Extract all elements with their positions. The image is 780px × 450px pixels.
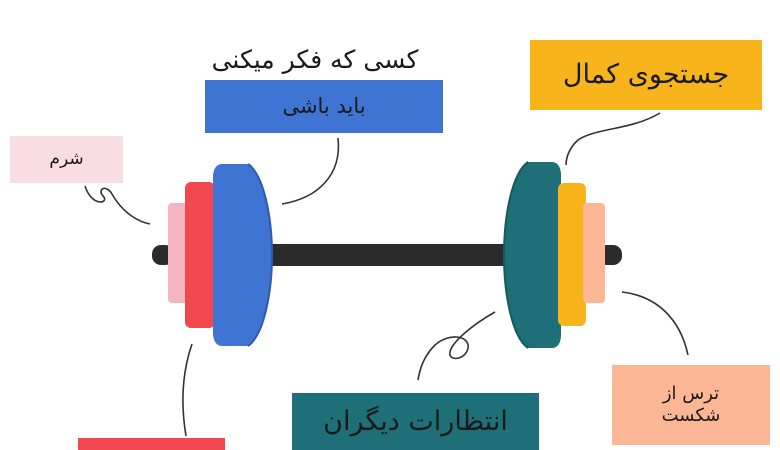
plate-pink xyxy=(168,203,188,303)
plate-red xyxy=(185,182,215,328)
orange-label-box: جستجوی کمال xyxy=(530,40,762,110)
plate-teal xyxy=(504,162,561,348)
plate-teal-edge xyxy=(502,161,529,349)
teal-label-box: انتظارات دیگران xyxy=(292,393,539,450)
pink-label-box: شرم xyxy=(10,136,123,183)
connector-orange xyxy=(565,112,661,166)
connector-pink xyxy=(84,185,151,225)
peach-label-box: ترس از شکست xyxy=(612,365,770,445)
top-caption: کسی که فکر میکنی xyxy=(211,45,419,75)
connector-teal xyxy=(417,311,496,381)
blue-label-box: باید باشی xyxy=(205,80,443,133)
plate-orange xyxy=(558,183,586,326)
connector-peach xyxy=(621,291,689,356)
connector-blue xyxy=(281,137,340,205)
plate-blue-edge xyxy=(247,163,274,347)
red-label-box xyxy=(78,438,225,450)
connector-red xyxy=(182,343,193,437)
plate-peach xyxy=(583,203,605,303)
plate-blue xyxy=(213,164,272,346)
barbell-bar xyxy=(257,244,519,266)
